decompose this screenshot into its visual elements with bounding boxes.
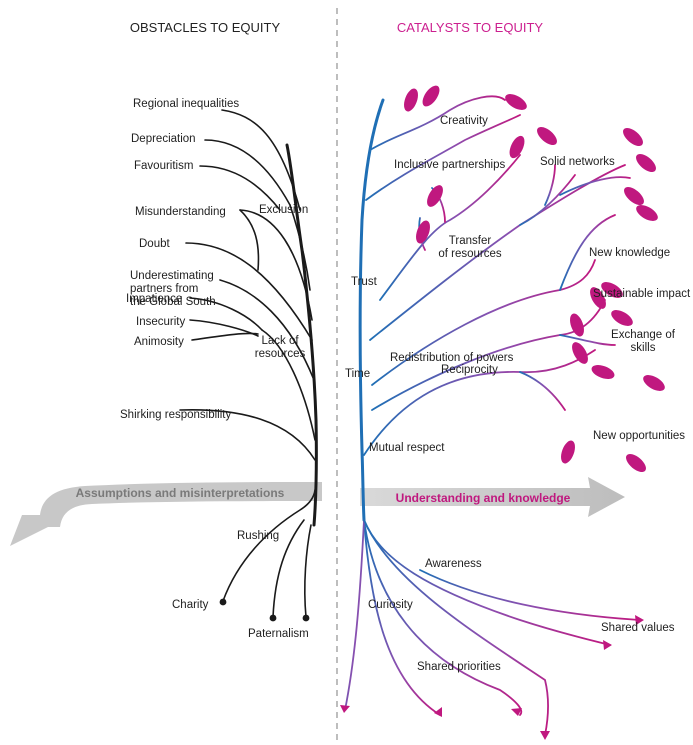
leaf-icon bbox=[505, 94, 527, 110]
leaf-icon bbox=[611, 310, 633, 326]
arrowhead-icon bbox=[540, 731, 550, 740]
charity-node-icon bbox=[219, 598, 227, 606]
label-impatience: Impatience bbox=[126, 293, 182, 305]
leaf-icon bbox=[509, 135, 525, 159]
leaf-icon bbox=[422, 85, 440, 107]
label-favouritism: Favouritism bbox=[134, 160, 193, 172]
label-curiosity: Curiosity bbox=[368, 599, 413, 611]
label-underestimating-1: Underestimating bbox=[130, 270, 214, 282]
leaf-icon bbox=[570, 313, 584, 337]
header-catalysts: CATALYSTS TO EQUITY bbox=[397, 20, 543, 35]
label-charity: Charity bbox=[172, 599, 209, 611]
label-underestimating-3: the Global South bbox=[130, 296, 216, 308]
label-regional-inequalities: Regional inequalities bbox=[133, 98, 239, 110]
right-gray-arrow bbox=[360, 477, 625, 517]
label-shared-values: Shared values bbox=[601, 622, 675, 634]
arrowhead-icon bbox=[340, 705, 350, 713]
label-creativity: Creativity bbox=[440, 115, 488, 127]
label-depreciation: Depreciation bbox=[131, 133, 196, 145]
root-arrowheads bbox=[340, 615, 644, 740]
leaf-icon bbox=[591, 365, 615, 379]
label-sustainable-impact: Sustainable impact bbox=[593, 288, 691, 300]
arrowhead-icon bbox=[635, 615, 644, 625]
leaf-icon bbox=[537, 127, 557, 145]
label-transfer-1: Transfer bbox=[449, 235, 492, 247]
arrowhead-icon bbox=[511, 708, 522, 716]
label-trust: Trust bbox=[351, 276, 378, 288]
label-paternalism: Paternalism bbox=[248, 628, 309, 640]
leaf-icon bbox=[572, 342, 588, 364]
label-exclusion: Exclusion bbox=[259, 204, 308, 216]
label-mutual-respect: Mutual respect bbox=[369, 442, 445, 454]
header-obstacles: OBSTACLES TO EQUITY bbox=[130, 20, 281, 35]
leaf-icon bbox=[643, 375, 665, 391]
left-arrow-label: Assumptions and misinterpretations bbox=[76, 486, 285, 500]
label-shared-priorities: Shared priorities bbox=[417, 661, 501, 673]
label-new-knowledge: New knowledge bbox=[589, 247, 670, 259]
label-rushing: Rushing bbox=[237, 530, 279, 542]
label-solid-networks: Solid networks bbox=[540, 156, 615, 168]
label-time: Time bbox=[345, 368, 370, 380]
label-insecurity: Insecurity bbox=[136, 316, 185, 328]
label-reciprocity: Reciprocity bbox=[441, 364, 498, 376]
paternalism-node2-icon bbox=[302, 614, 310, 622]
arrowhead-icon bbox=[603, 640, 612, 650]
leaf-icon bbox=[404, 88, 418, 112]
left-gray-arrow bbox=[10, 482, 322, 546]
label-redistribution: Redistribution of powers bbox=[390, 352, 514, 364]
leaf-icon bbox=[626, 454, 646, 472]
label-misunderstanding: Misunderstanding bbox=[135, 206, 226, 218]
label-awareness: Awareness bbox=[425, 558, 482, 570]
label-animosity: Animosity bbox=[134, 336, 184, 348]
catalysts-tree bbox=[344, 95, 641, 736]
label-shirking: Shirking responsibility bbox=[120, 409, 231, 421]
label-doubt: Doubt bbox=[139, 238, 170, 250]
leaf-icon bbox=[561, 440, 575, 464]
leaf-icon bbox=[416, 220, 430, 244]
label-exchange-2: skills bbox=[631, 342, 656, 354]
obstacles-tree bbox=[179, 109, 318, 618]
right-arrow-label: Understanding and knowledge bbox=[396, 491, 571, 505]
leaf-icon bbox=[636, 154, 656, 172]
leaf-icon bbox=[590, 287, 606, 309]
leaves bbox=[404, 85, 665, 472]
leaf-icon bbox=[623, 128, 643, 146]
label-transfer-2: of resources bbox=[438, 248, 502, 260]
label-exchange-1: Exchange of bbox=[611, 329, 676, 341]
leaf-icon bbox=[624, 187, 644, 205]
leaf-icon bbox=[427, 185, 443, 207]
label-new-opportunities: New opportunities bbox=[593, 430, 685, 442]
leaf-icon bbox=[601, 282, 623, 298]
label-underestimating-2: partners from bbox=[130, 283, 198, 295]
paternalism-node-icon bbox=[269, 614, 277, 622]
label-inclusive-partnerships: Inclusive partnerships bbox=[394, 159, 505, 171]
arrowhead-icon bbox=[434, 707, 442, 717]
label-lack-of-resources-2: resources bbox=[255, 348, 306, 360]
leaf-icon bbox=[636, 205, 658, 221]
label-lack-of-resources-1: Lack of bbox=[261, 335, 299, 347]
